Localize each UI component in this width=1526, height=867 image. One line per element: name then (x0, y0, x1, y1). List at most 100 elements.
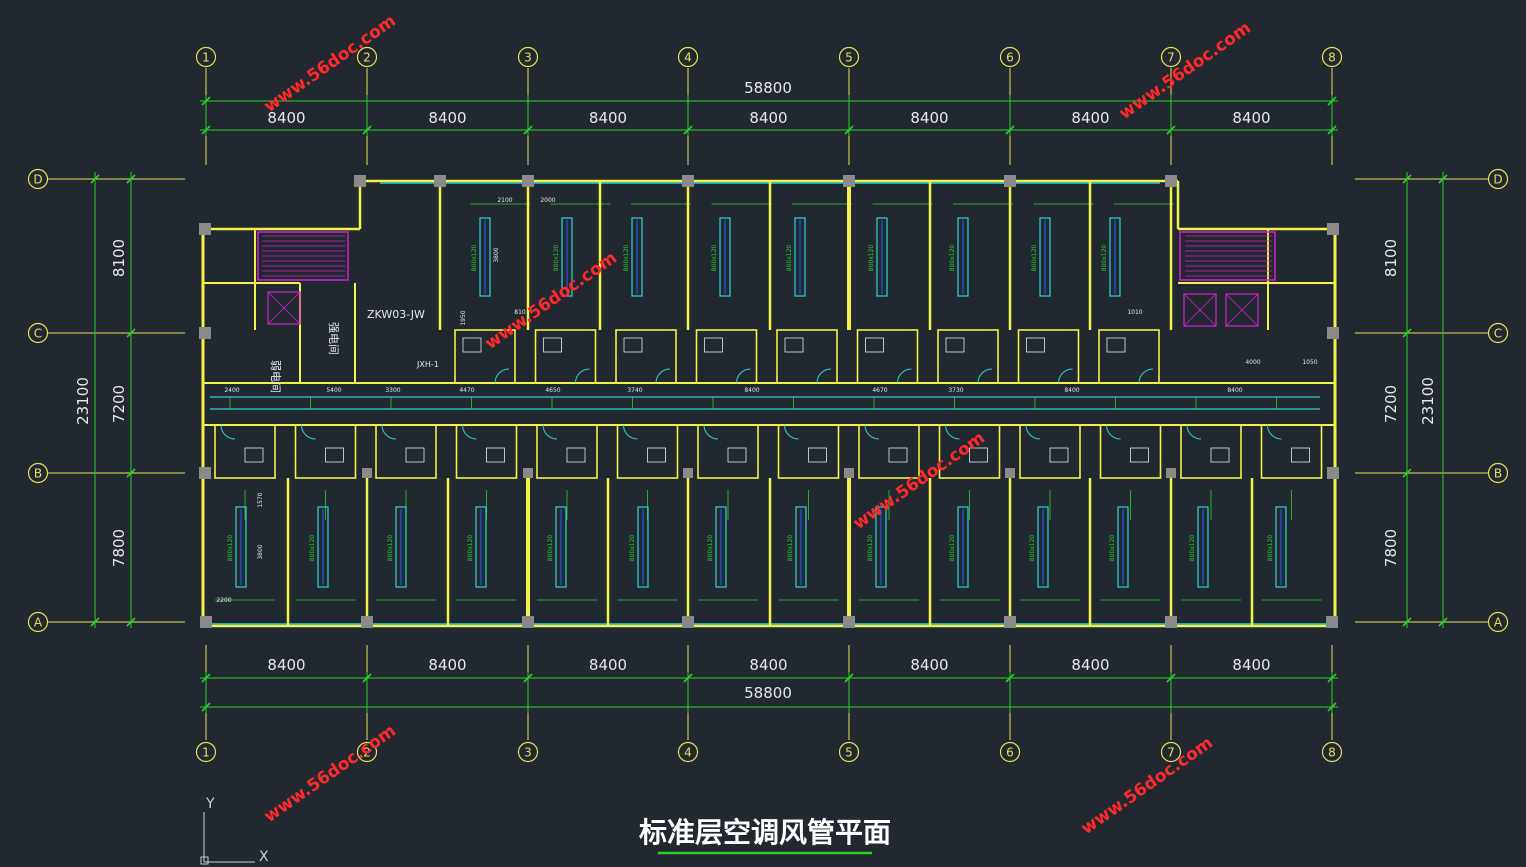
duct-size-label: 800x120 (1101, 245, 1108, 272)
bathroom-pod-north (776, 329, 838, 384)
room-duct-south (235, 506, 247, 588)
structural-column (1005, 468, 1015, 478)
duct-size-label: 800x120 (467, 535, 474, 562)
room-duct-north (957, 217, 969, 297)
duct-size-label: 800x120 (868, 245, 875, 272)
row-bubble-label: C (34, 327, 42, 341)
fixture (945, 337, 965, 353)
bathroom-pod-south (375, 424, 437, 479)
dim-tick (126, 174, 136, 184)
structural-column (201, 468, 211, 478)
duct-size-label: 800x120 (471, 245, 478, 272)
structural-column (522, 175, 534, 187)
column-bubble-bottom-2 (356, 741, 378, 763)
room-details (220, 231, 1310, 463)
strong-room-label: 强电间 (327, 322, 340, 355)
fixture (1210, 447, 1230, 463)
corridor-dimension: 3730 (948, 387, 963, 394)
corridor-dimension: 4000 (1245, 359, 1260, 366)
row-bubble-left-C (27, 322, 49, 344)
column-bubble-label: 4 (684, 746, 692, 760)
shaft-cross (267, 291, 301, 325)
duct-size-label: 800x120 (623, 245, 630, 272)
room-dimension: 2100 (497, 197, 512, 204)
duct-size-label: 800x120 (1109, 535, 1116, 562)
bottom-bay-dimension: 8400 (749, 656, 787, 674)
door-swing (1058, 368, 1073, 384)
structural-column (199, 223, 211, 235)
room-duct-north (1039, 217, 1051, 297)
room-dimension: 3800 (257, 544, 264, 559)
elevator-shaft (1183, 293, 1217, 327)
door-swing (655, 368, 671, 384)
structural-column (844, 468, 854, 478)
structural-column (1004, 616, 1016, 628)
structural-column (683, 468, 693, 478)
row-bubble-right-C (1487, 322, 1509, 344)
left-span-dc: 8100 (110, 239, 128, 277)
right-span-dc: 8100 (1382, 239, 1400, 277)
fixture (808, 447, 827, 463)
duct-size-label: 800x120 (547, 535, 554, 562)
corridor-dimension: 1050 (1302, 359, 1317, 366)
fixture (888, 447, 908, 463)
column-bubble-label: 1 (202, 51, 210, 65)
duct-size-label: 800x120 (1267, 535, 1274, 562)
duct-size-label: 800x120 (787, 535, 794, 562)
door-swing (462, 424, 477, 440)
bathroom-pod-south (1019, 424, 1081, 479)
fixture (704, 337, 723, 353)
door-swing (542, 424, 558, 440)
row-bubble-label: C (1494, 327, 1502, 341)
fixture (1106, 337, 1126, 353)
room-dimension: 3800 (493, 247, 500, 262)
row-bubble-left-B (27, 462, 49, 484)
room-duct-south (555, 506, 567, 588)
door-swing (623, 424, 638, 440)
row-bubble-left-A (27, 611, 49, 633)
room-dimension: 1010 (1127, 309, 1142, 316)
room-duct-south (875, 506, 887, 588)
structural-column (1165, 616, 1177, 628)
duct-size-label: 800x120 (711, 245, 718, 272)
column-bubble-top-2 (356, 46, 378, 68)
corridor-dimension: 3300 (385, 387, 400, 394)
room-duct-south (637, 506, 649, 588)
door-swing (736, 368, 751, 384)
column-bubble-bottom-8 (1321, 741, 1343, 763)
top-bay-dimension: 8400 (428, 109, 466, 127)
fixture (462, 337, 482, 353)
door-swing (784, 424, 799, 440)
bathroom-pod-south (1180, 424, 1242, 479)
bathroom-pod-north (534, 329, 597, 384)
door-swing (1138, 368, 1154, 384)
structural-column (354, 175, 366, 187)
dim-tick (1402, 468, 1412, 478)
watermark-text: www.56doc.com (261, 721, 400, 827)
room-duct-north (479, 217, 491, 297)
dim-tick (126, 617, 136, 627)
bottom-bay-dimension: 8400 (267, 656, 305, 674)
column-bubble-bottom-7 (1160, 741, 1182, 763)
structural-column (682, 616, 694, 628)
room-duct-south (1197, 506, 1209, 588)
grid-axis-lines (48, 68, 1488, 740)
fixture (566, 447, 586, 463)
left-total-dimension: 23100 (74, 377, 92, 425)
column-bubble-label: 5 (845, 51, 853, 65)
structural-column (1326, 616, 1338, 628)
structural-column (1166, 468, 1176, 478)
dim-tick (1402, 617, 1412, 627)
bathroom-pod-north (937, 329, 999, 384)
equipment-tag-ahu: JXH-1 (416, 360, 439, 369)
watermark-text: www.56doc.com (1078, 733, 1217, 839)
corridor-dimension: 8400 (1064, 387, 1079, 394)
weak-room-label: 弱电间 (269, 360, 282, 393)
row-bubble-label: B (1494, 467, 1502, 481)
column-bubble-label: 5 (845, 746, 853, 760)
structural-column (361, 616, 373, 628)
fixture (486, 447, 505, 463)
